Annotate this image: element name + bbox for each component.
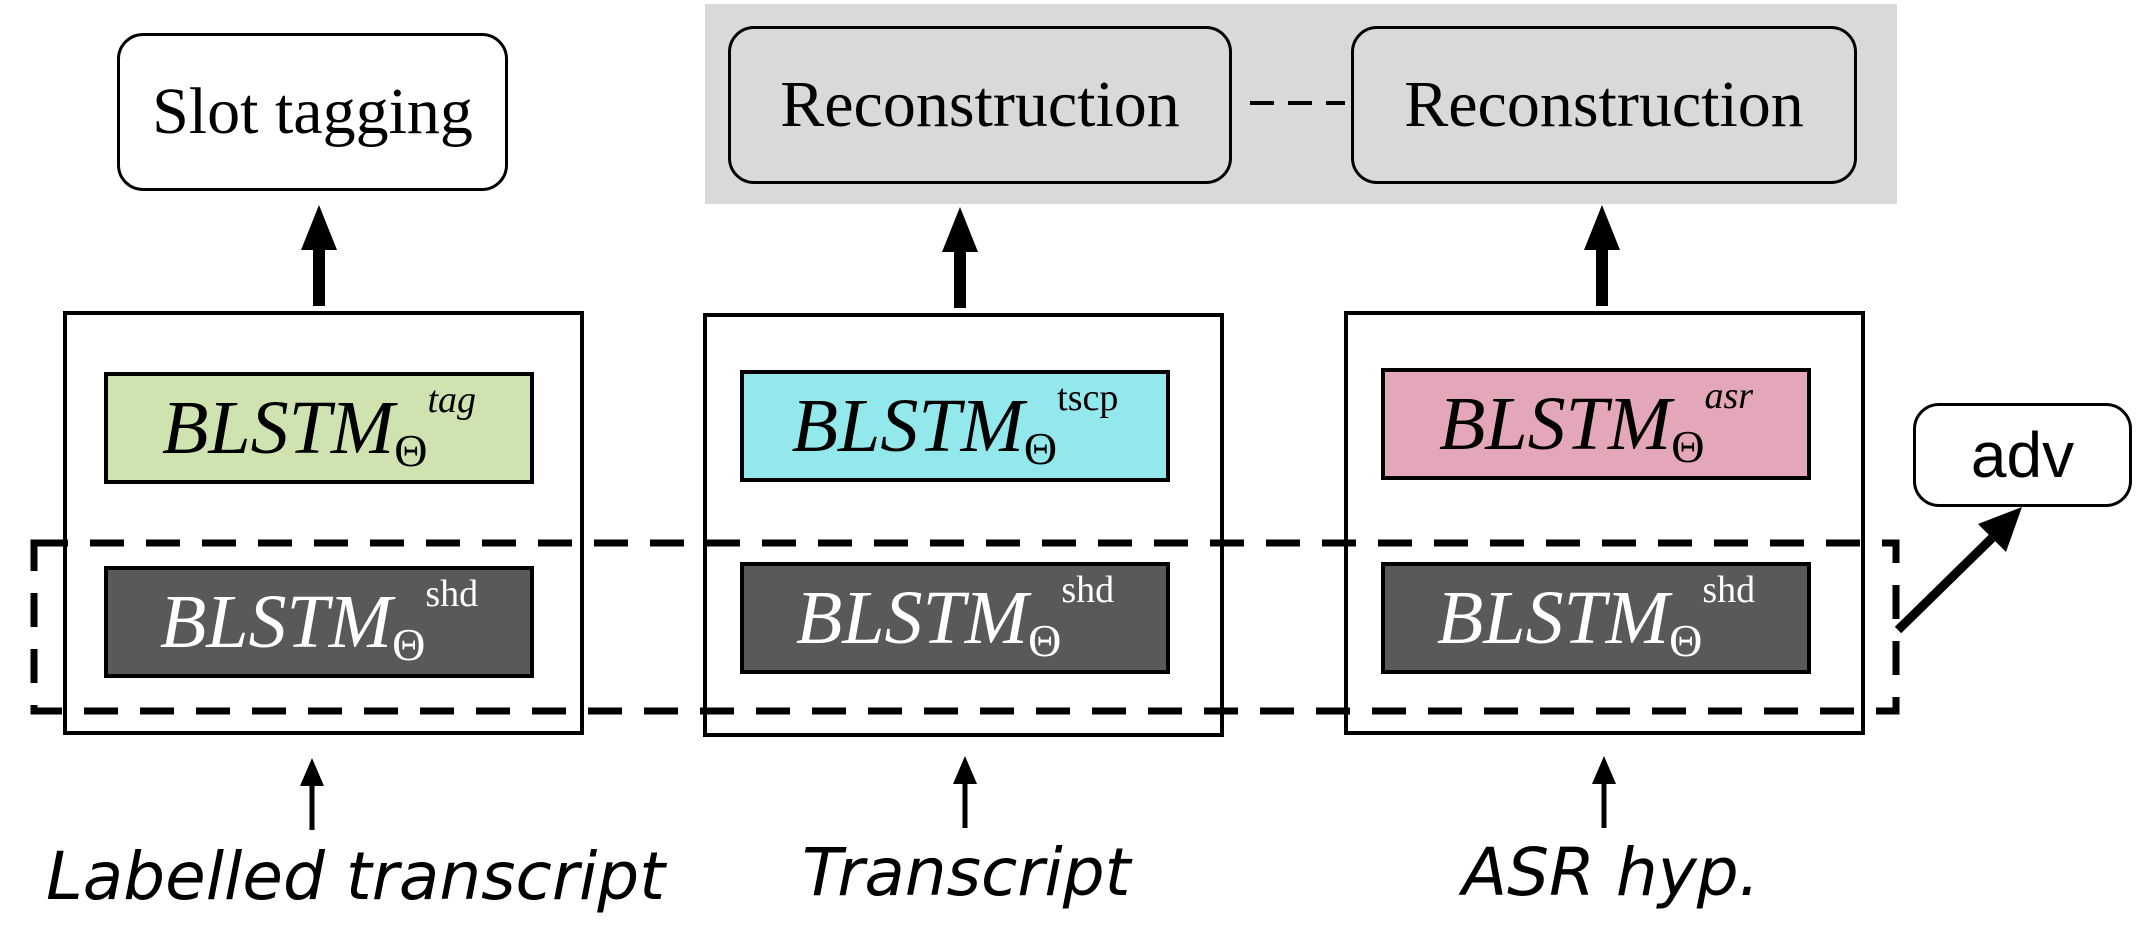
adv-label: adv bbox=[1970, 419, 2075, 491]
slot-tagging-box: Slot tagging bbox=[117, 33, 508, 191]
encoder-frame-tscp bbox=[703, 313, 1224, 737]
blstm-tscp-base: BLSTM bbox=[791, 383, 1024, 468]
adv-box: adv bbox=[1913, 403, 2132, 507]
input-arrows bbox=[300, 756, 1616, 830]
blstm-tag-sub: Θ bbox=[394, 424, 428, 476]
input-label-transcript: Transcript bbox=[802, 834, 1131, 911]
encoder-frame-asr bbox=[1344, 311, 1865, 735]
blstm-shared-2-base: BLSTM bbox=[795, 575, 1029, 660]
encoder-frame-tag bbox=[63, 311, 584, 735]
blstm-asr-sub: Θ bbox=[1671, 420, 1705, 472]
blstm-shared-3-base: BLSTM bbox=[1436, 575, 1670, 660]
blstm-asr-sup: asr bbox=[1704, 375, 1754, 417]
blstm-tag-base: BLSTM bbox=[161, 385, 395, 470]
reconstruction-label-left: Reconstruction bbox=[780, 68, 1180, 141]
reconstruction-label-right: Reconstruction bbox=[1404, 68, 1804, 141]
blstm-shared-1-base: BLSTM bbox=[159, 579, 393, 664]
output-arrows bbox=[301, 205, 1620, 308]
blstm-tscp-sub: Θ bbox=[1023, 422, 1058, 474]
blstm-shared-2-sub: Θ bbox=[1028, 614, 1062, 666]
blstm-asr-base: BLSTM bbox=[1438, 381, 1672, 466]
reconstruction-box-left: Reconstruction bbox=[728, 26, 1232, 184]
blstm-shared-3-sup: shd bbox=[1702, 569, 1756, 611]
blstm-shared-1-sup: shd bbox=[425, 573, 479, 615]
blstm-shared-1-sub: Θ bbox=[392, 618, 426, 670]
slot-tagging-label: Slot tagging bbox=[152, 75, 473, 148]
blstm-shared-2-sup: shd bbox=[1061, 569, 1115, 611]
adv-arrow bbox=[1894, 507, 2022, 634]
blstm-tag-sup: tag bbox=[427, 379, 477, 421]
shared-region-dashed bbox=[30, 539, 1900, 715]
reconstruction-box-right: Reconstruction bbox=[1351, 26, 1857, 184]
input-label-labelled: Labelled transcript bbox=[46, 838, 666, 915]
blstm-tscp-sup: tscp bbox=[1057, 377, 1119, 419]
input-label-asr: ASR hyp. bbox=[1462, 834, 1760, 911]
blstm-shared-3-sub: Θ bbox=[1669, 614, 1703, 666]
